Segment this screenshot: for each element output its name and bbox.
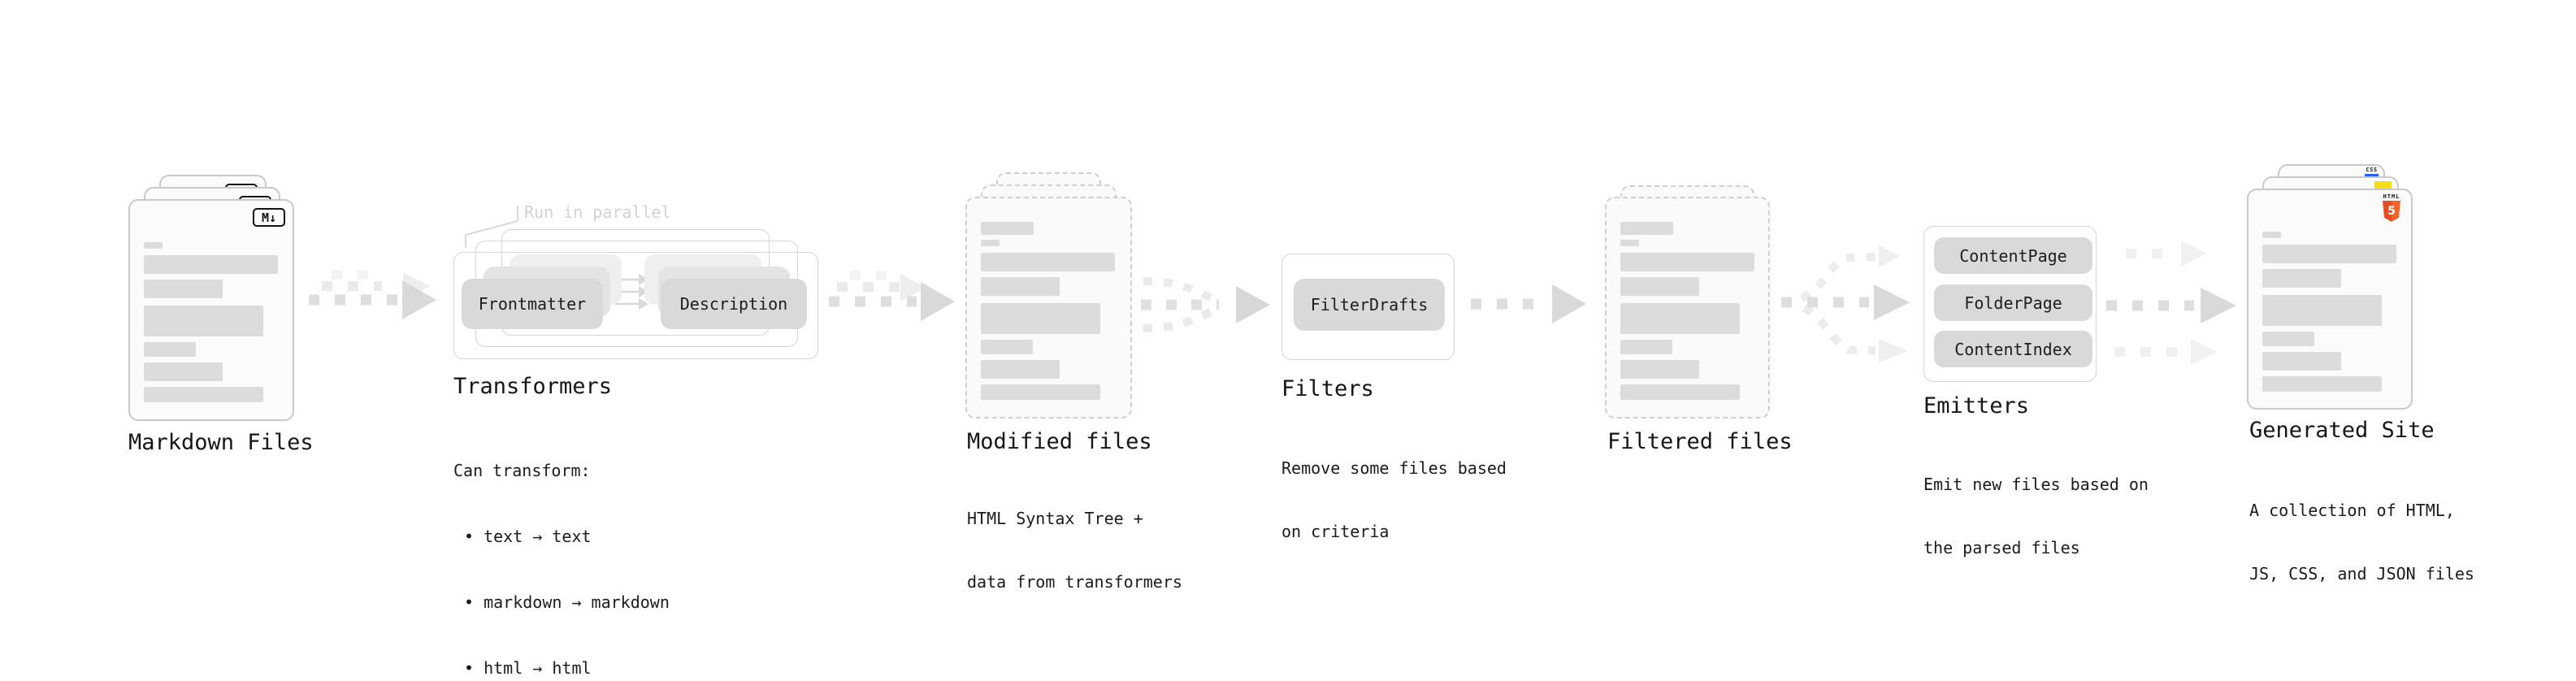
doc-content-bar	[1620, 277, 1699, 296]
generated-file-html: HTML 5	[2247, 189, 2413, 410]
stage-label-generated-site: Generated Site	[2249, 418, 2435, 443]
doc-content-bar	[144, 255, 278, 274]
doc-content-bar	[981, 303, 1100, 334]
doc-content-bar	[2262, 295, 2382, 326]
doc-content-bar	[1620, 340, 1672, 354]
doc-content-bar	[144, 387, 263, 402]
stage-label-emitters: Emitters	[1923, 393, 2030, 419]
doc-content-bar	[2262, 269, 2341, 288]
css-badge-underline	[2365, 174, 2379, 176]
frontmatter-box-label: Frontmatter	[478, 294, 587, 314]
stage-label-modified-files: Modified files	[967, 429, 1152, 454]
doc-content-bar	[1620, 384, 1740, 400]
doc-content-bar	[981, 360, 1060, 379]
doc-content-bar	[981, 222, 1034, 235]
doc-content-bar	[144, 342, 196, 357]
contentpage-box-label: ContentPage	[1959, 245, 2067, 266]
doc-content-bar	[144, 280, 223, 298]
transformers-bullet: • markdown → markdown	[464, 592, 670, 612]
doc-content-bar	[144, 362, 223, 381]
transformers-panel-front	[453, 252, 818, 359]
description-box-label: Description	[679, 294, 788, 314]
filters-desc-line: Remove some files based	[1281, 458, 1507, 478]
run-in-parallel-leader-line	[465, 206, 518, 248]
html5-badge-icon: HTML 5	[2381, 193, 2402, 222]
arrow-markdown-to-transformers	[309, 270, 436, 319]
arrow-modified-to-filters-merge	[1141, 277, 1270, 332]
doc-content-bar	[981, 277, 1060, 296]
doc-content-bar	[2262, 332, 2314, 346]
stage-label-filters: Filters	[1281, 376, 1374, 401]
filterdrafts-box-label: FilterDrafts	[1310, 295, 1429, 314]
modified-files-description: HTML Syntax Tree + data from transformer…	[967, 466, 1182, 635]
doc-content-bar	[1620, 222, 1673, 235]
doc-content-bar	[981, 340, 1033, 354]
transformers-desc-title: Can transform:	[453, 461, 591, 480]
doc-content-bar	[1620, 303, 1740, 334]
filters-desc-line: on criteria	[1281, 522, 1390, 541]
markdown-badge-text: M↓	[261, 210, 277, 225]
emitters-description: Emit new files based on the parsed files	[1923, 432, 2149, 601]
doc-content-bar	[981, 384, 1100, 400]
filters-description: Remove some files based on criteria	[1281, 415, 1507, 584]
doc-content-bar	[2262, 245, 2396, 263]
css-badge-text: CSS	[2366, 167, 2378, 173]
arrows-emitters-to-generated	[2106, 241, 2236, 365]
doc-content-bar	[1620, 360, 1699, 379]
emitters-desc-line: Emit new files based on	[1923, 475, 2149, 494]
modified-files-desc-line: HTML Syntax Tree +	[967, 509, 1143, 528]
stage-label-markdown-files: Markdown Files	[128, 430, 314, 455]
folderpage-box-label: FolderPage	[1964, 293, 2062, 313]
arrow-filtered-to-emitters-fanout	[1781, 245, 1910, 362]
arrow-filters-to-filtered	[1471, 284, 1586, 323]
doc-content-bar	[1620, 240, 1639, 246]
emitters-panel	[1923, 226, 2097, 382]
contentindex-box: ContentIndex	[1934, 331, 2092, 367]
doc-content-bar	[2262, 352, 2341, 371]
description-box: Description	[661, 279, 807, 329]
filterdrafts-box: FilterDrafts	[1294, 279, 1445, 331]
doc-content-bar	[144, 306, 263, 336]
generated-site-desc-line: JS, CSS, and JSON files	[2249, 564, 2474, 583]
html5-badge-text: HTML	[2383, 193, 2400, 200]
doc-content-bar	[1620, 253, 1754, 271]
doc-content-bar	[2262, 232, 2281, 238]
modified-files-desc-line: data from transformers	[967, 572, 1182, 592]
filtered-file-front	[1605, 197, 1770, 419]
contentindex-box-label: ContentIndex	[1954, 339, 2072, 359]
doc-content-bar	[144, 242, 163, 249]
stage-label-transformers: Transformers	[453, 374, 613, 399]
transformers-bullet: • text → text	[464, 527, 592, 546]
css-badge-icon: CSS	[2365, 167, 2379, 176]
doc-content-bar	[981, 240, 1000, 246]
filters-panel	[1281, 254, 1455, 360]
emitters-desc-line: the parsed files	[1923, 538, 2080, 557]
arrow-transformers-to-modified	[829, 271, 955, 321]
html5-shield: 5	[2383, 201, 2400, 222]
run-in-parallel-annotation: Run in parallel	[524, 202, 671, 222]
transformers-description: Can transform: • text → text • markdown …	[453, 416, 670, 681]
folderpage-box: FolderPage	[1934, 284, 2092, 321]
modified-file-front	[965, 197, 1132, 419]
generated-site-desc-line: A collection of HTML,	[2249, 501, 2455, 520]
markdown-badge-icon: M↓	[253, 208, 285, 227]
contentpage-box: ContentPage	[1934, 237, 2092, 274]
generated-site-description: A collection of HTML, JS, CSS, and JSON …	[2249, 458, 2474, 627]
stage-label-filtered-files: Filtered files	[1607, 429, 1793, 454]
doc-content-bar	[981, 253, 1115, 271]
html5-shield-number: 5	[2387, 205, 2396, 218]
frontmatter-box: Frontmatter	[462, 279, 603, 329]
doc-content-bar	[2262, 376, 2382, 392]
markdown-file-front: M↓	[128, 199, 294, 421]
transformers-bullet: • html → html	[464, 658, 592, 678]
